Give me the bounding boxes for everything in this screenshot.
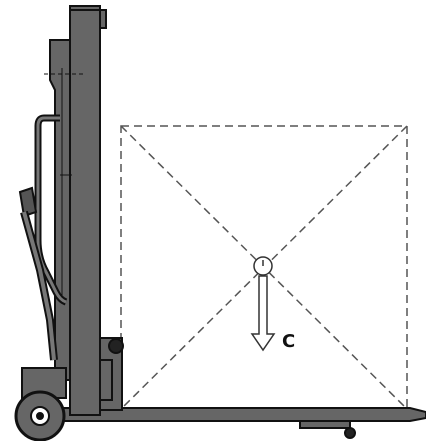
drawbar-inner: [22, 211, 56, 361]
steer-wheel-axle: [36, 412, 44, 420]
wheel-housing: [21, 367, 67, 399]
mast-details: [44, 68, 86, 300]
wheel-assembly: [14, 367, 67, 441]
fork-underside: [299, 420, 351, 429]
drawbar: [20, 210, 58, 361]
load-center-label: C: [282, 331, 295, 352]
mast: [49, 5, 124, 416]
down-arrow-icon: [250, 275, 276, 352]
fork-base: [57, 407, 426, 439]
carriage-roller: [108, 338, 124, 354]
mast-upright: [69, 9, 101, 416]
load-box-outline: [120, 125, 408, 410]
carriage-bracket: [99, 359, 113, 401]
fork-support-wheel: [344, 427, 356, 439]
load-center-marker: [250, 256, 276, 352]
handle-grip: [18, 186, 38, 218]
